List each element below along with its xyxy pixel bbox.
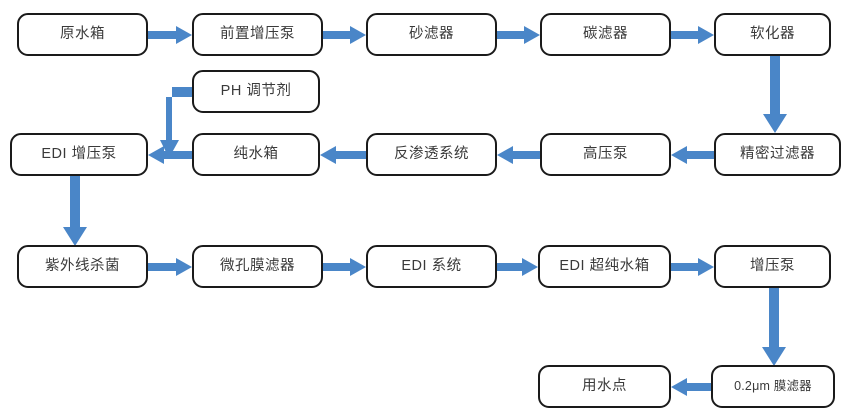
node-label: 纯水箱 [233, 145, 279, 162]
node-precision-filter[interactable]: 精密过滤器 [714, 133, 841, 176]
arrow-ph-adjuster-to-pure-water-tank [160, 83, 194, 158]
node-label: 高压泵 [583, 145, 628, 162]
node-label: 精密过滤器 [740, 145, 815, 162]
arrow-precision-filter-to-high-pressure-pump [671, 146, 714, 164]
node-edi-booster-pump[interactable]: EDI 增压泵 [10, 133, 148, 176]
arrow-edi-system-to-edi-ultrapure-water-tank [497, 258, 538, 276]
node-carbon-filter[interactable]: 碳滤器 [540, 13, 671, 56]
node-label: 碳滤器 [583, 25, 628, 42]
node-label: 0.2μm 膜滤器 [734, 378, 812, 393]
arrow-edi-booster-pump-to-uv-sterilizer [63, 176, 87, 246]
node-label: EDI 增压泵 [41, 145, 117, 162]
node-label: 反渗透系统 [394, 145, 469, 162]
node-microporous-membrane-filter[interactable]: 微孔膜滤器 [192, 245, 323, 288]
node-edi-ultrapure-water-tank[interactable]: EDI 超纯水箱 [538, 245, 671, 288]
node-sand-filter[interactable]: 砂滤器 [366, 13, 497, 56]
arrow-uv-sterilizer-to-microporous-membrane-filter [148, 258, 192, 276]
arrow-high-pressure-pump-to-ro-system [497, 146, 540, 164]
node-label: 紫外线杀菌 [45, 257, 120, 274]
node-label: EDI 超纯水箱 [559, 257, 650, 274]
node-pure-water-tank[interactable]: 纯水箱 [192, 133, 320, 176]
node-booster-pump[interactable]: 增压泵 [714, 245, 831, 288]
arrow-02um-membrane-filter-to-point-of-use [671, 378, 711, 396]
arrow-edi-ultrapure-water-tank-to-booster-pump [671, 258, 714, 276]
node-label: 原水箱 [60, 25, 105, 42]
node-pre-booster-pump[interactable]: 前置增压泵 [192, 13, 323, 56]
arrow-raw-water-tank-to-pre-booster-pump [148, 26, 192, 44]
node-high-pressure-pump[interactable]: 高压泵 [540, 133, 671, 176]
node-label: PH 调节剂 [220, 82, 292, 99]
node-ph-adjuster[interactable]: PH 调节剂 [192, 70, 320, 113]
node-edi-system[interactable]: EDI 系统 [366, 245, 497, 288]
node-label: EDI 系统 [401, 257, 462, 274]
node-softener[interactable]: 软化器 [714, 13, 831, 56]
node-02um-membrane-filter[interactable]: 0.2μm 膜滤器 [711, 365, 835, 408]
arrow-microporous-membrane-filter-to-edi-system [323, 258, 366, 276]
node-ro-system[interactable]: 反渗透系统 [366, 133, 497, 176]
node-label: 增压泵 [750, 257, 795, 274]
node-uv-sterilizer[interactable]: 紫外线杀菌 [17, 245, 148, 288]
node-label: 用水点 [582, 377, 627, 394]
node-label: 前置增压泵 [220, 25, 295, 42]
arrow-ro-system-to-pure-water-tank [320, 146, 366, 164]
arrow-softener-to-precision-filter [763, 56, 787, 133]
arrow-sand-filter-to-carbon-filter [497, 26, 540, 44]
arrow-booster-pump-to-02um-membrane-filter [762, 288, 786, 366]
node-label: 微孔膜滤器 [220, 257, 295, 274]
node-raw-water-tank[interactable]: 原水箱 [17, 13, 148, 56]
node-label: 砂滤器 [409, 25, 454, 42]
node-label: 软化器 [750, 25, 795, 42]
node-point-of-use[interactable]: 用水点 [538, 365, 671, 408]
arrow-carbon-filter-to-softener [671, 26, 714, 44]
arrow-pre-booster-pump-to-sand-filter [323, 26, 366, 44]
